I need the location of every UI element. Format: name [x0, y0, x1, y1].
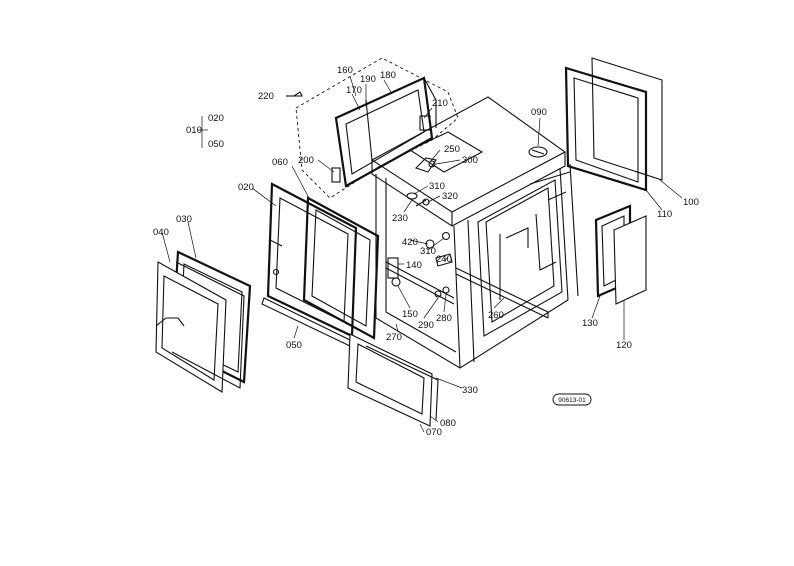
latch-250 [414, 157, 437, 173]
bracket-240 [435, 253, 453, 267]
bolt-280 [442, 286, 450, 294]
label-270: 270 [386, 332, 402, 343]
label-260: 260 [488, 310, 504, 321]
leader-lines [161, 75, 683, 433]
label-120: 120 [616, 340, 632, 351]
lower-rail-260 [455, 267, 549, 313]
door-bottom-strip-050 [261, 297, 351, 347]
screw-220 [292, 91, 303, 97]
label-420: 420 [402, 237, 418, 248]
label-320: 320 [442, 191, 458, 202]
fastener-420 [425, 239, 435, 249]
label-080: 080 [440, 418, 456, 429]
cab-frame [370, 96, 579, 369]
label-040: 040 [153, 227, 169, 238]
handle-140 [387, 257, 399, 279]
lower-glass-assembly [347, 333, 439, 427]
label-130: 130 [582, 318, 598, 329]
label-050-top: 050 [208, 139, 224, 150]
label-310-lower: 310 [420, 246, 436, 257]
label-190: 190 [360, 74, 376, 85]
lower-glass-330 [347, 333, 433, 427]
clip-310a [406, 192, 418, 200]
front-window-frame [477, 179, 563, 337]
label-030: 030 [176, 214, 192, 225]
label-140: 140 [406, 260, 422, 271]
reference-code: 90613-01 [558, 397, 586, 404]
front-left-post [453, 225, 461, 369]
lock-200 [331, 167, 341, 183]
label-230: 230 [392, 213, 408, 224]
label-290: 290 [418, 320, 434, 331]
label-170: 170 [346, 85, 362, 96]
label-210: 210 [432, 98, 448, 109]
glass-100 [591, 57, 663, 181]
label-310-upper: 310 [429, 181, 445, 192]
label-110: 110 [657, 209, 672, 220]
roof-light-090 [528, 146, 548, 158]
label-300: 300 [462, 155, 478, 166]
fastener-310b [441, 231, 451, 241]
part-labels: 160 190 180 170 220 210 090 020 010 050 … [153, 65, 699, 438]
label-010: 010 [186, 125, 202, 136]
knob-150 [391, 277, 401, 287]
rear-glass-170 [345, 89, 425, 175]
label-160: 160 [337, 65, 353, 76]
label-280: 280 [436, 313, 452, 324]
screw-300 [428, 160, 436, 168]
bolt-290 [434, 290, 442, 298]
label-070: 070 [426, 427, 442, 438]
rear-window-frame-180 [334, 76, 434, 188]
side-glass-right-lower [594, 204, 647, 305]
cab-floor-edge [375, 299, 569, 369]
door-seal-060 [302, 196, 380, 340]
label-090: 090 [531, 107, 547, 118]
rear-window-assembly [286, 57, 459, 199]
door-panel-040 [155, 261, 227, 393]
side-glass-right-upper [564, 57, 663, 192]
hinge-210 [419, 115, 431, 131]
glass-120 [613, 215, 647, 305]
label-050: 050 [286, 340, 302, 351]
label-060: 060 [272, 157, 288, 168]
label-150: 150 [402, 309, 418, 320]
label-330: 330 [462, 385, 478, 396]
label-250: 250 [444, 144, 460, 155]
label-020-top: 020 [208, 113, 224, 124]
label-020: 020 [238, 182, 254, 193]
label-180: 180 [380, 70, 396, 81]
label-240: 240 [436, 254, 452, 265]
label-200: 200 [298, 155, 314, 166]
label-100: 100 [683, 197, 699, 208]
reference-code-badge: 90613-01 [552, 393, 592, 406]
door-assembly [155, 182, 380, 393]
front-right-post [559, 167, 569, 301]
rear-window-outline [295, 57, 459, 199]
label-220: 220 [258, 91, 274, 102]
